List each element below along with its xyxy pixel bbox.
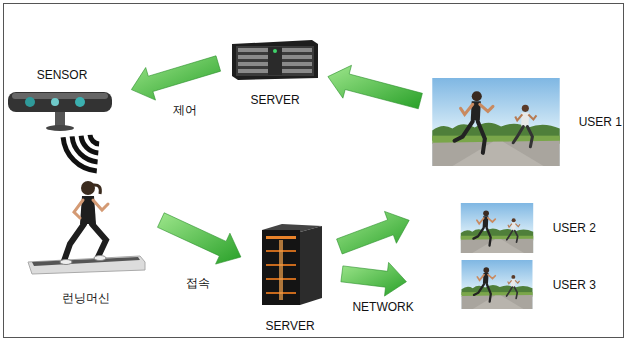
picture-node: SERVER: [226, 36, 324, 108]
picture-node: SERVER: [250, 222, 330, 334]
picture-node: USER 2: [456, 200, 596, 256]
runner-photo: [432, 78, 559, 309]
arrow-label: 접속: [186, 276, 210, 291]
node-caption: USER 3: [553, 278, 596, 293]
node-caption: SERVER: [265, 319, 314, 334]
treadmill-runner: [28, 181, 145, 274]
picture-node: 런닝머신: [22, 176, 150, 306]
block-arrow: [328, 65, 423, 109]
picture-node: SENSOR: [6, 68, 118, 132]
block-arrow: [158, 213, 241, 264]
picture-node: USER 3: [456, 258, 596, 312]
node-caption: SENSOR: [37, 68, 88, 83]
block-arrow: [337, 211, 410, 254]
node-caption: USER 1: [579, 115, 622, 130]
node-caption: 런닝머신: [62, 291, 110, 306]
arrow-label: 제어: [173, 103, 197, 118]
frame: [4, 4, 624, 338]
wireless-waves: [63, 135, 99, 171]
tower-server: [262, 224, 322, 305]
sensor-device: [8, 92, 112, 131]
node-caption: SERVER: [250, 93, 299, 108]
block-arrow: [131, 56, 220, 100]
arrow-label: NETWORK: [352, 300, 413, 315]
rack-server: [232, 40, 318, 80]
block-arrow: [341, 262, 407, 296]
node-caption: USER 2: [553, 221, 596, 236]
picture-node: USER 1: [430, 76, 622, 168]
